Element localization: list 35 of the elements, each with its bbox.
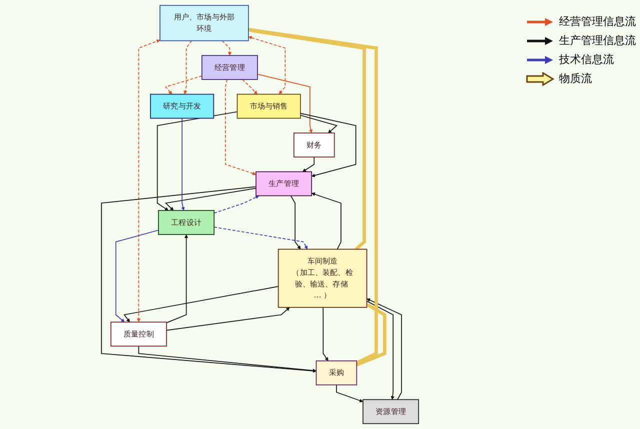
arrow — [166, 234, 188, 324]
arrow — [290, 195, 301, 250]
arrow — [300, 112, 356, 178]
arrow — [164, 188, 256, 211]
legend-label: 生产管理信息流 — [559, 33, 636, 48]
arrow — [166, 307, 290, 331]
arrow — [242, 79, 258, 94]
arrow — [156, 111, 238, 211]
arrow — [311, 192, 342, 250]
arrow — [115, 230, 159, 322]
arrow — [322, 306, 328, 362]
legend-label: 经营管理信息流 — [559, 14, 636, 29]
arrow — [248, 28, 378, 364]
arrow — [248, 28, 366, 251]
arrow — [101, 186, 316, 373]
arrow — [184, 40, 192, 94]
arrow — [356, 304, 386, 366]
legend-label: 物质流 — [559, 71, 592, 86]
arrow — [136, 39, 160, 322]
arrow — [222, 40, 232, 56]
arrow — [248, 36, 286, 94]
arrow — [124, 286, 279, 322]
legend-label: 技术信息流 — [559, 52, 614, 67]
arrow — [214, 196, 260, 214]
arrow — [366, 298, 402, 400]
arrow — [214, 226, 308, 250]
arrow — [302, 156, 315, 172]
arrow — [165, 76, 202, 94]
arrow — [336, 384, 364, 402]
arrow — [366, 300, 394, 400]
arrow — [257, 74, 313, 134]
arrow — [225, 79, 256, 176]
arrow — [181, 118, 185, 211]
arrow — [300, 114, 338, 134]
arrow — [138, 346, 316, 372]
